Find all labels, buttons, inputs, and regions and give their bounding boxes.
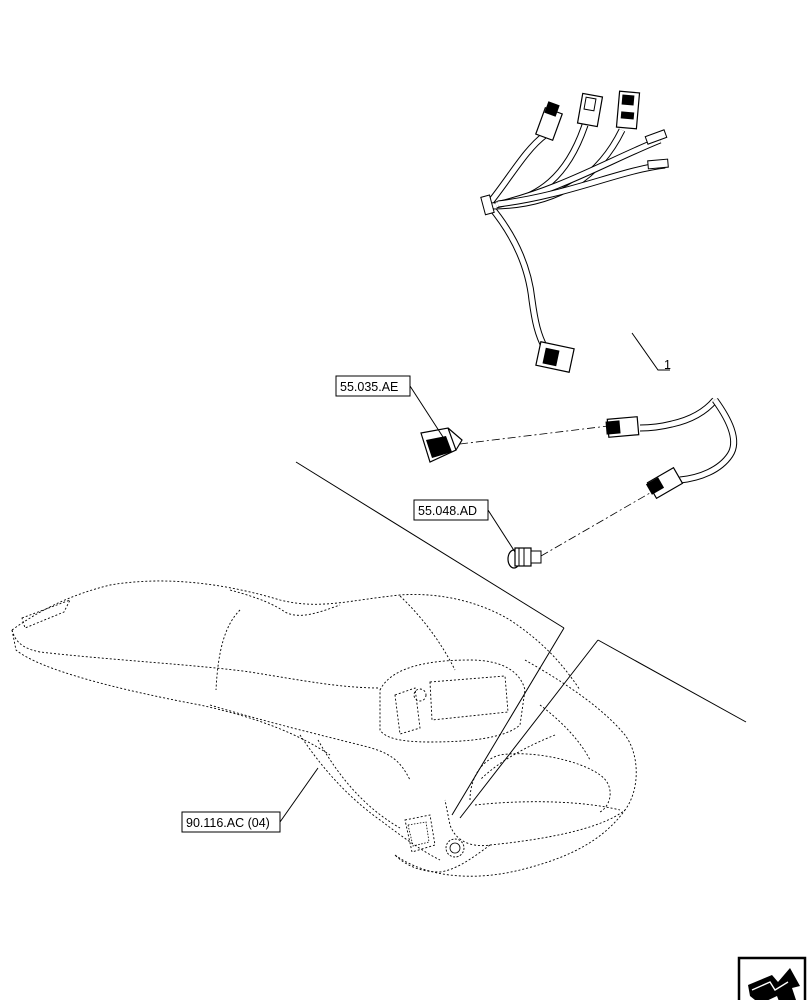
wire-harness [340,90,738,500]
section-line-right-upper [597,639,747,723]
section-line-left-upper [295,461,565,629]
ref-armrest-label[interactable]: 90.116.AC (04) [186,816,270,830]
ref-switch-label[interactable]: 55.035.AE [340,380,398,394]
ref-sensor-label[interactable]: 55.048.AD [418,504,477,518]
connector-switch-side [605,416,640,438]
connector-top-middle [576,92,604,128]
connector-top-left [534,101,564,142]
connector-sensor-side [645,466,684,500]
item-number-label: 1 [664,358,671,372]
section-line-left-lower [451,627,565,816]
switch-part [420,427,463,463]
sensor-connection-line [540,492,651,557]
sensor-part [507,547,542,569]
next-page-arrow-icon[interactable] [737,956,807,1000]
wire-end-lower [647,158,669,170]
connector-middle [535,341,575,373]
section-line-right-lower [459,639,599,819]
armrest-console [11,580,637,877]
switch-connection-line [459,425,609,445]
connector-top-right [615,90,641,130]
ref-55-048-ad-callout: 55.048.AD [413,499,516,553]
wire-end-upper [644,129,668,145]
ref-55-035-ae-callout: 55.035.AE [335,375,444,438]
ref-90-116-ac-callout: 90.116.AC (04) [181,767,319,833]
item-1-callout: 1 [631,332,671,372]
